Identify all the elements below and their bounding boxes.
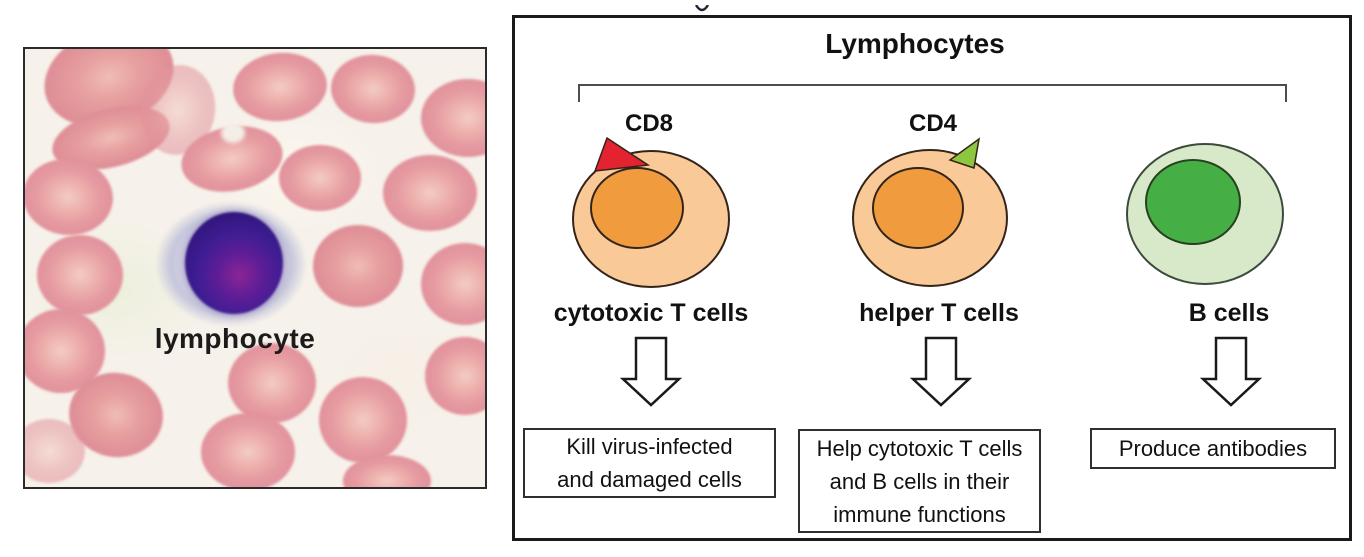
red-blood-cell — [421, 243, 485, 325]
red-blood-cell — [201, 413, 295, 487]
function-line: and B cells in their — [829, 468, 1010, 494]
helper-t-cells-label: helper T cells — [859, 299, 1019, 327]
bracket — [578, 84, 1287, 102]
lymphocytes-diagram-panel: Lymphocytes CD8 CD4 cytotoxic T cells he… — [512, 15, 1352, 541]
cd4-marker-label: CD4 — [908, 110, 957, 137]
cytotoxic-t-cells-label: cytotoxic T cells — [553, 299, 749, 327]
cytotoxic-function-box: Kill virus-infected and damaged cells — [523, 428, 776, 498]
red-blood-cell — [313, 225, 403, 307]
red-blood-cell — [328, 52, 418, 126]
function-line: Kill virus-infected — [566, 434, 733, 459]
bcell-function-box: Produce antibodies — [1090, 428, 1336, 469]
cropped-caption-fragment — [693, 0, 711, 18]
cytotoxic-t-cell-nucleus — [590, 167, 684, 249]
red-blood-cell — [425, 337, 485, 415]
helper-function-box: Help cytotoxic T cells and B cells in th… — [798, 429, 1041, 533]
lymphocyte-nucleus — [185, 212, 283, 314]
b-cells-label: B cells — [1188, 299, 1270, 327]
lymphocyte-label: lymphocyte — [154, 323, 316, 354]
red-blood-cell — [279, 145, 361, 211]
function-line: Help cytotoxic T cells — [816, 435, 1023, 461]
red-blood-cell — [319, 377, 407, 463]
diagram-shapes — [572, 84, 1287, 407]
down-arrow-icon — [909, 336, 973, 407]
helper-t-cell-nucleus — [872, 167, 964, 249]
diagram-title: Lymphocytes — [825, 28, 1005, 59]
b-cell-nucleus — [1145, 159, 1241, 245]
red-blood-cell — [421, 79, 485, 157]
red-blood-cell — [228, 343, 316, 423]
down-arrow-icon — [1199, 336, 1263, 407]
red-blood-cell — [25, 419, 85, 483]
cd8-receptor-triangle — [593, 136, 651, 172]
rbc-notch — [221, 123, 245, 143]
down-arrow-icon — [619, 336, 683, 407]
function-line: Produce antibodies — [1118, 436, 1308, 461]
function-line: and damaged cells — [557, 467, 742, 492]
cd8-marker-label: CD8 — [624, 110, 673, 137]
red-blood-cell — [229, 49, 331, 126]
cd4-receptor-triangle — [948, 137, 981, 169]
red-blood-cell — [383, 155, 477, 231]
red-blood-cell — [37, 235, 123, 315]
blood-smear-micrograph: lymphocyte — [23, 47, 487, 489]
function-line: immune functions — [833, 501, 1006, 527]
